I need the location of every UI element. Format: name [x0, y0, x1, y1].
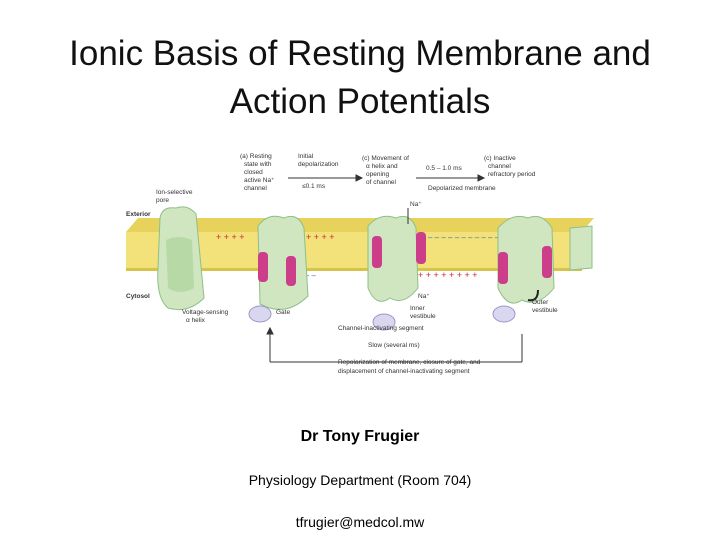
- label-exterior: Exterior: [126, 211, 151, 218]
- label-stage-a-3: closed: [244, 169, 263, 176]
- label-inner-2: vestibule: [410, 313, 436, 320]
- label-na-top: Na⁺: [410, 201, 422, 208]
- gate-inactive: [493, 306, 515, 322]
- label-gate: Gate: [276, 309, 290, 316]
- title-line-1: Ionic Basis of Resting Membrane and: [0, 30, 720, 78]
- label-na-inner: Na⁺: [418, 293, 430, 300]
- sodium-channel-diagram: + + + + + + + + – – – – – – – – – – – – …: [118, 148, 594, 380]
- exterior-plus-charges: + + + +: [216, 232, 245, 242]
- label-stage-a-5: channel: [244, 185, 267, 192]
- label-stage-c-1: (c) Movement of: [362, 155, 409, 162]
- channel-stub-right: [570, 226, 592, 270]
- label-ion-pore-1: Ion-selective: [156, 189, 193, 196]
- label-voltage-1: Voltage-sensing: [182, 309, 229, 316]
- label-slow: Slow (several ms): [368, 342, 420, 349]
- label-inner-1: Inner: [410, 305, 426, 312]
- label-initial-dep-1: Initial: [298, 153, 314, 160]
- label-stage-a-1: (a) Resting: [240, 153, 272, 160]
- label-stage-a-4: active Na⁺: [244, 177, 275, 184]
- label-depolarized: Depolarized membrane: [428, 185, 496, 192]
- title-line-2: Action Potentials: [0, 78, 720, 126]
- label-initial-dep-2: depolarization: [298, 161, 339, 168]
- label-recovery-2: displacement of channel-inactivating seg…: [338, 368, 470, 375]
- email-address: tfrugier@medcol.mw: [0, 514, 720, 530]
- channel-resting-cutaway: [158, 207, 204, 310]
- label-stage-c-2: α helix and: [366, 163, 398, 170]
- label-stage-c-4: of channel: [366, 179, 397, 186]
- label-cytosol: Cytosol: [126, 293, 150, 300]
- label-stage-d-2: channel: [488, 163, 511, 170]
- label-voltage-2: α helix: [186, 317, 206, 324]
- label-stage-d-3: refractory period: [488, 171, 536, 178]
- label-recovery-1: Repolarization of membrane, closure of g…: [338, 359, 481, 366]
- label-stage-a-2: state with: [244, 161, 272, 168]
- label-outer-1: Outer: [532, 299, 549, 306]
- author-name: Dr Tony Frugier: [0, 428, 720, 446]
- exterior-plus-charges-2: + + + +: [306, 232, 335, 242]
- gate-closed: [249, 306, 271, 322]
- department: Physiology Department (Room 704): [0, 472, 720, 488]
- label-channel-inact: Channel-inactivating segment: [338, 325, 424, 332]
- label-time-short: ≤0.1 ms: [302, 183, 326, 190]
- label-outer-2: vestibule: [532, 307, 558, 314]
- slide-title: Ionic Basis of Resting Membrane and Acti…: [0, 30, 720, 126]
- cytosol-plus-charges: + + + + + + + +: [418, 270, 478, 280]
- label-time-mid: 0.5 – 1.0 ms: [426, 165, 463, 172]
- label-stage-c-3: opening: [366, 171, 390, 178]
- label-ion-pore-2: pore: [156, 197, 169, 204]
- label-stage-d-1: (c) Inactive: [484, 155, 516, 162]
